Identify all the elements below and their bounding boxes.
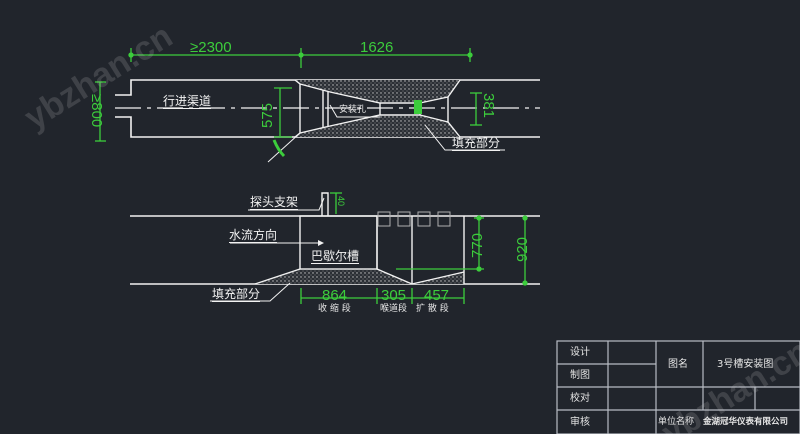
dim-channel-width: ≥800 [88,94,105,128]
section-diverging: 扩 散 段 [416,304,449,314]
section-converging: 收 缩 段 [318,304,351,314]
tb-row-review: 审核 [570,417,590,428]
tb-drawing-name-label: 图名 [668,359,688,370]
label-probe-bracket: 探头支架 [250,195,299,210]
tb-company-label: 单位名称 [658,417,695,427]
dim-total-height: 920 [514,236,531,262]
dim-throat-len: 305 [381,287,407,304]
dim-flume-length: 1626 [360,39,394,56]
tb-row-design: 设计 [570,347,590,358]
dim-diverging-len: 457 [424,287,450,304]
label-fill-section-elev: 填充部分 [212,287,261,302]
label-mount-hole: 安装孔 [339,105,367,115]
tb-company: 金湖冠华仪表有限公司 [703,417,789,427]
dim-upstream-length: ≥2300 [190,39,232,56]
dim-inlet-width: 575 [259,102,276,128]
section-throat: 喉道段 [380,304,408,314]
dim-converging-len: 864 [322,287,348,304]
label-parshall-flume: 巴歇尔槽 [311,249,360,264]
dim-flume-height: 770 [469,232,486,258]
label-fill-section-plan: 填充部分 [452,136,501,151]
label-flow-direction: 水流方向 [229,228,278,243]
dim-outlet-width: 381 [480,93,497,119]
tb-drawing-name: 3号槽安装图 [717,359,774,370]
tb-row-draft: 制图 [570,370,590,381]
tb-row-check: 校对 [570,393,590,404]
label-approach-channel: 行进渠道 [163,94,212,109]
dim-bracket-height: 40 [336,196,346,207]
